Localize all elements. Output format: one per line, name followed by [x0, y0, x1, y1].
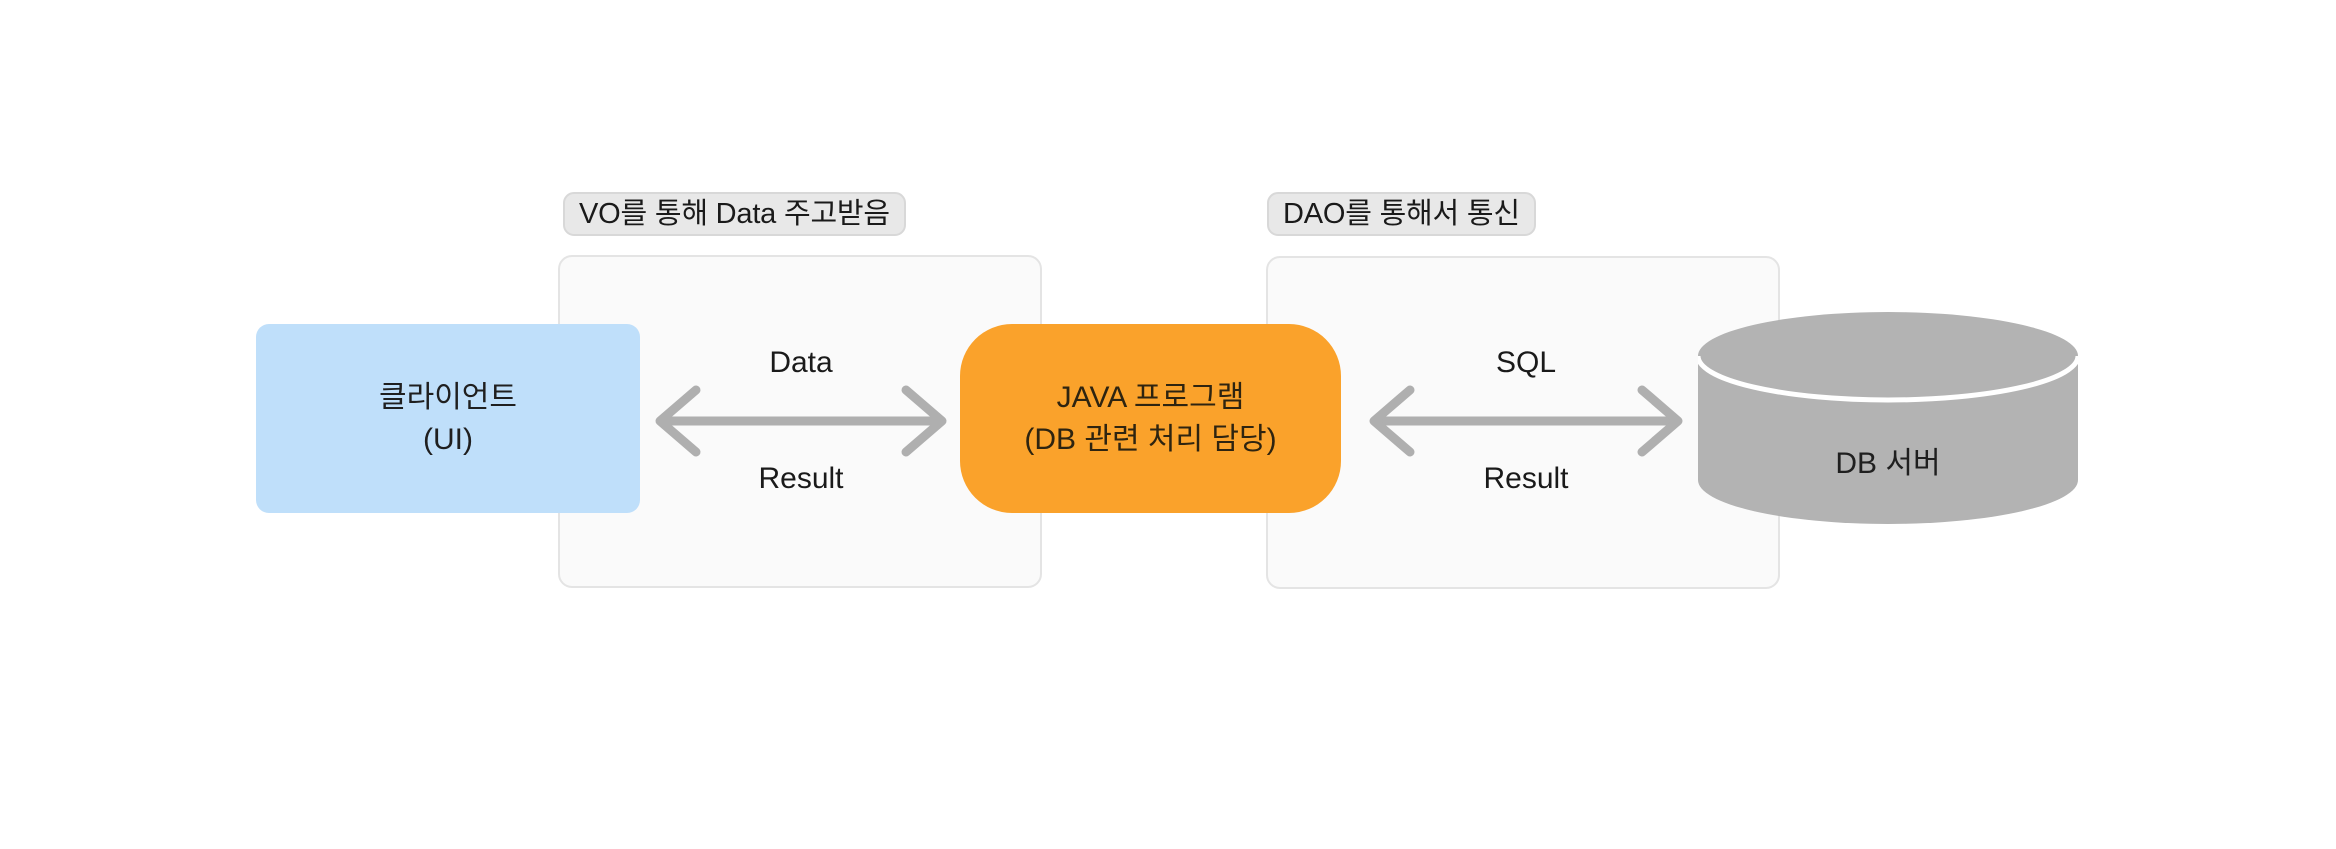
arrow-java-db: SQL Result: [1362, 348, 1690, 494]
node-db-label: DB 서버: [1835, 447, 1941, 480]
group-caption-dao: DAO를 통해서 통신: [1267, 192, 1536, 236]
database-cylinder-icon: [1698, 312, 2078, 524]
node-db-server[interactable]: DB 서버: [1698, 312, 2078, 524]
node-java-line2: (DB 관련 처리 담당): [1024, 422, 1277, 456]
group-caption-vo-text: VO를 통해 Data 주고받음: [579, 197, 890, 230]
node-client-line1: 클라이언트: [379, 381, 517, 415]
arrow-java-db-label-below: Result: [1483, 462, 1569, 495]
node-java-program[interactable]: JAVA 프로그램 (DB 관련 처리 담당): [960, 324, 1341, 513]
arrow-client-java-label-above: Data: [769, 346, 833, 379]
arrow-client-java-label-below: Result: [758, 462, 844, 495]
double-arrow-icon: [655, 385, 947, 457]
node-java-line1: JAVA 프로그램: [1056, 381, 1245, 415]
node-client[interactable]: 클라이언트 (UI): [256, 324, 640, 513]
double-arrow-icon: [1369, 385, 1683, 457]
node-client-line2: (UI): [423, 422, 473, 456]
group-caption-vo: VO를 통해 Data 주고받음: [563, 192, 906, 236]
group-caption-dao-text: DAO를 통해서 통신: [1283, 197, 1520, 230]
arrow-client-java: Data Result: [648, 348, 954, 494]
arrow-java-db-label-above: SQL: [1495, 346, 1557, 379]
